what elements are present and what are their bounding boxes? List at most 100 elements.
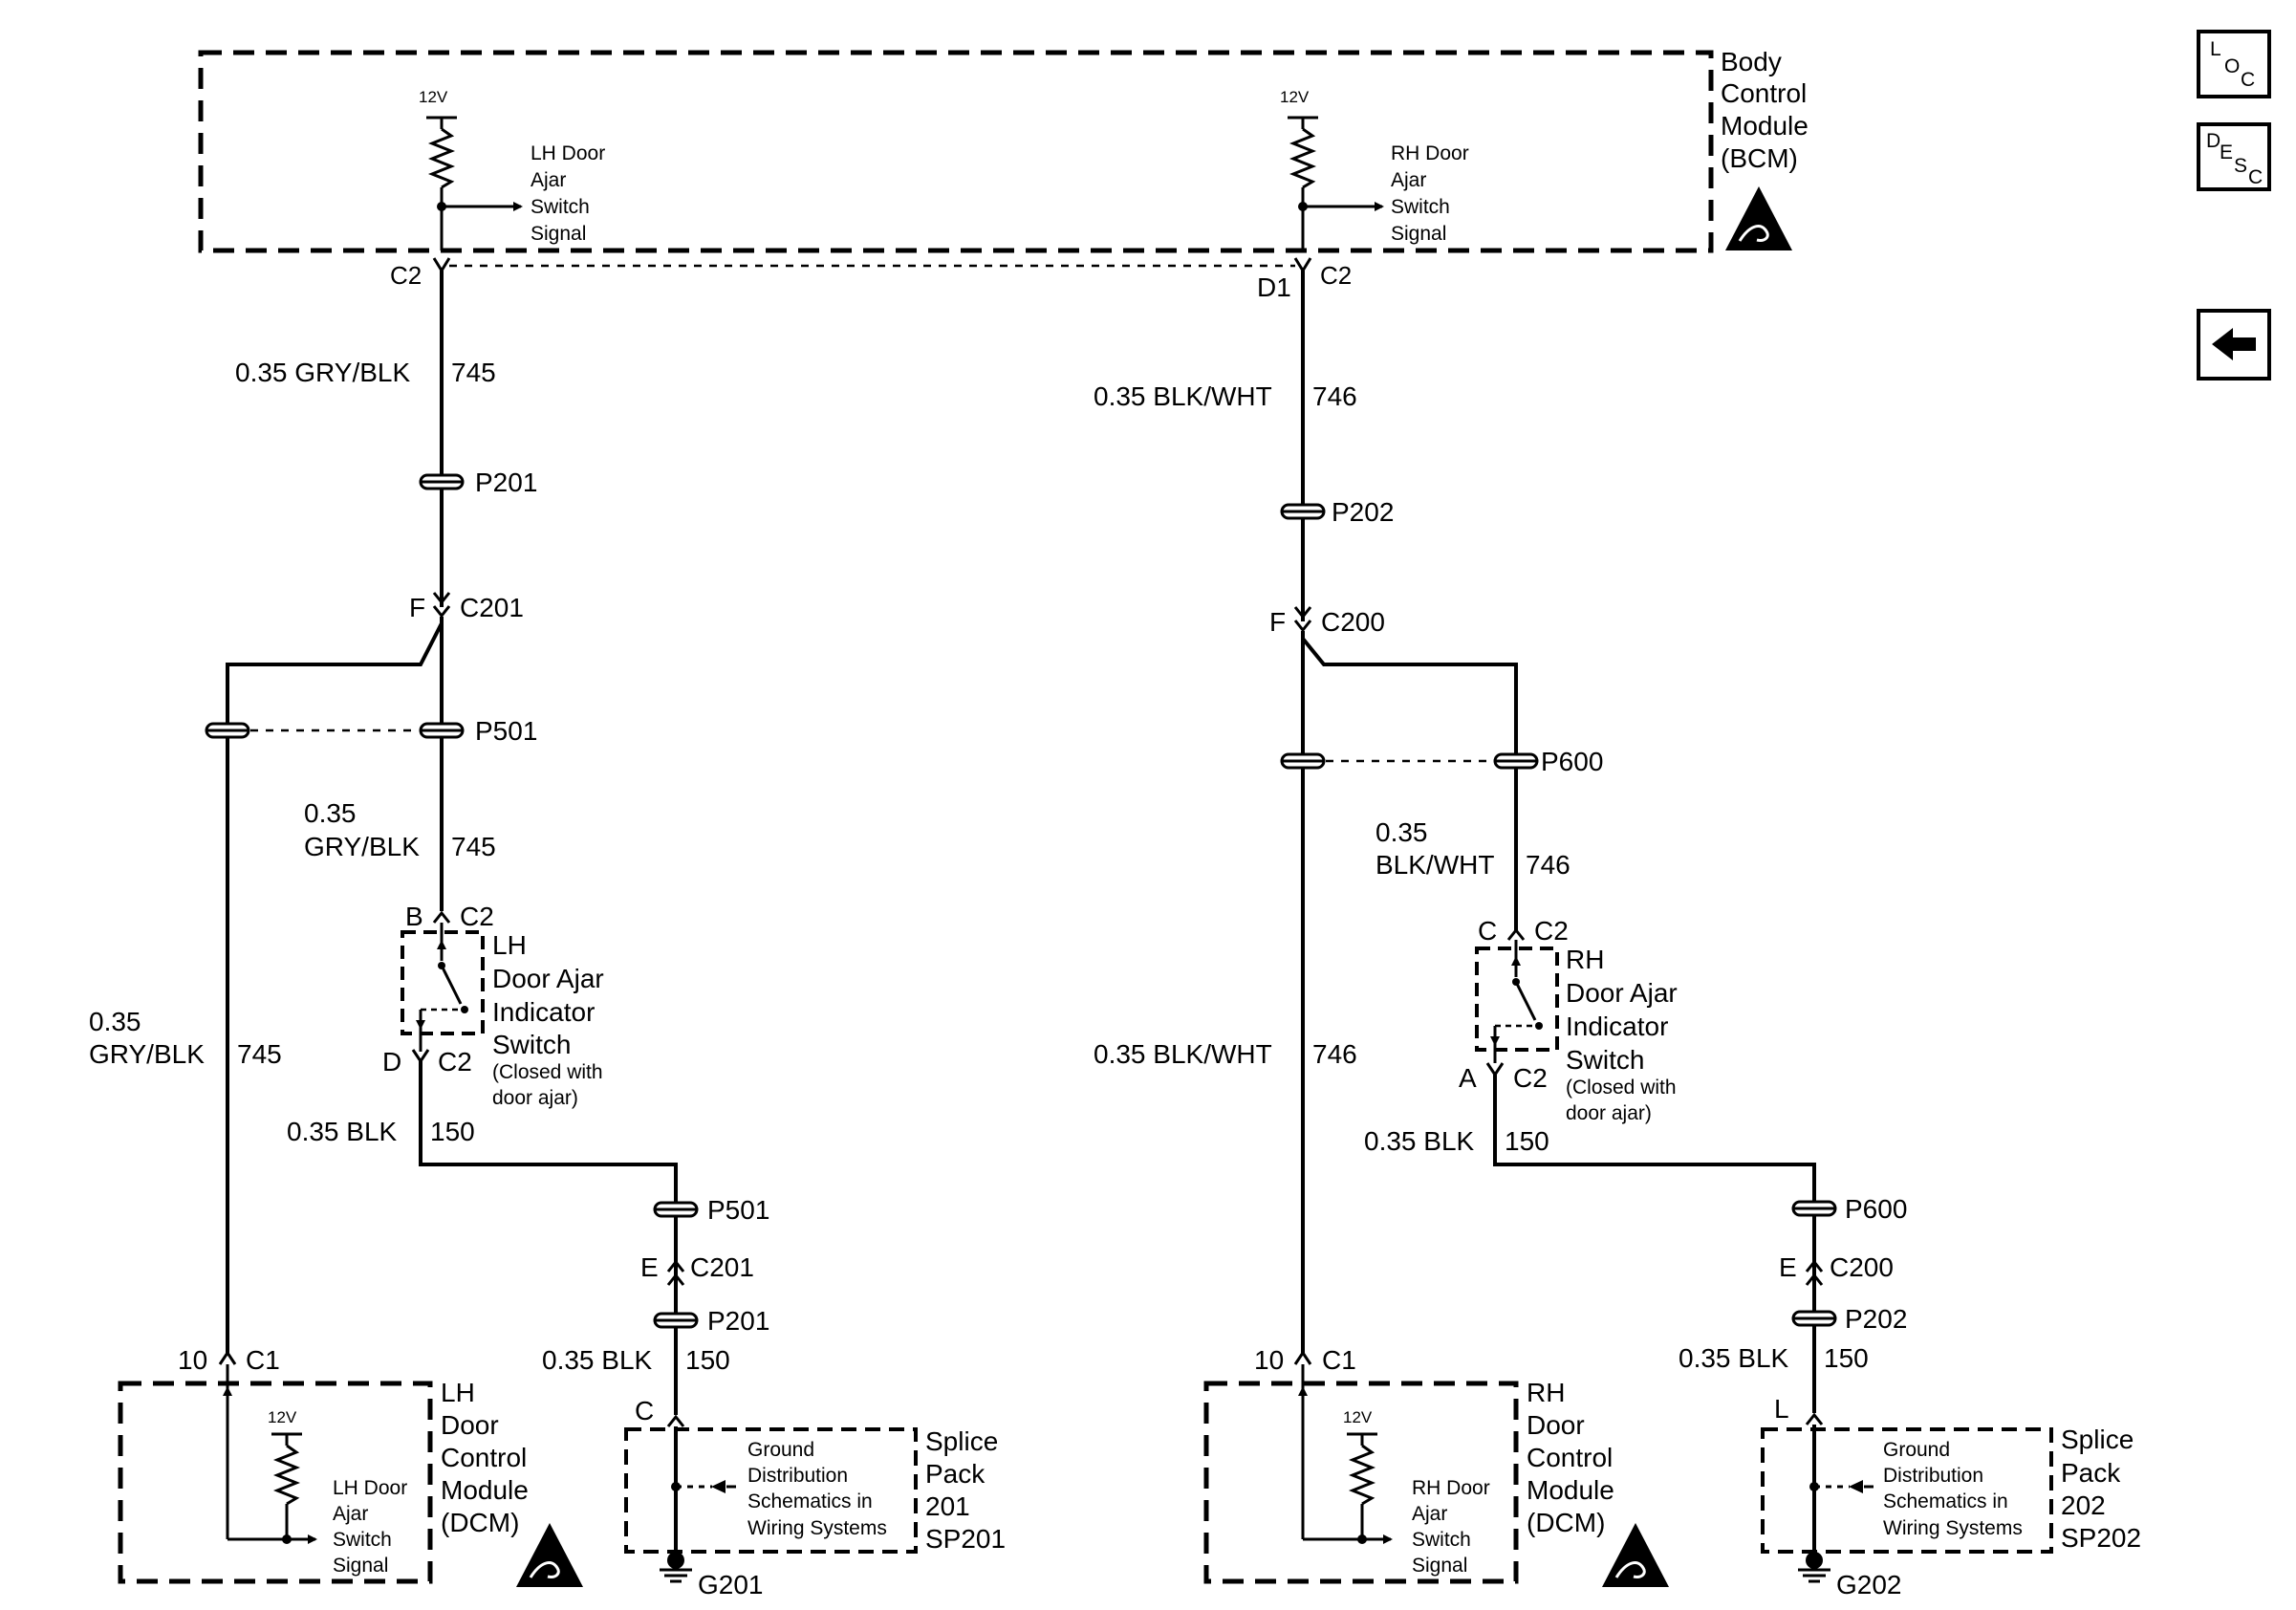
rh-dcm-pin: 10: [1254, 1345, 1284, 1375]
lh-sw-conn-bot: C2: [438, 1047, 472, 1077]
rh-switch-conn-top: [1506, 927, 1526, 941]
lh-dcm-signal-2: Ajar: [333, 1503, 368, 1525]
lh-circuit: C2 0.35 GRY/BLK 745 P201 F C201 P501 0.3…: [89, 257, 1006, 1599]
lh-dcm-title-4: Module: [441, 1475, 529, 1505]
lh-c201-pin: F: [409, 593, 425, 622]
rh-c200-bot-label: C200: [1830, 1252, 1894, 1282]
lh-sw-conn-top: C2: [460, 902, 494, 931]
rh-switch-title-4: Switch: [1566, 1045, 1644, 1075]
rh-switch-title-2: Door Ajar: [1566, 978, 1678, 1008]
lh-p501-top-label: P501: [475, 716, 537, 746]
loc-button[interactable]: L O C: [2197, 30, 2271, 98]
desc-letter-s: S: [2234, 155, 2247, 177]
bcm-lh-signal-1: LH Door: [531, 142, 605, 164]
rh-dcm-12v: 12V: [1343, 1408, 1373, 1426]
rh-c200-bot-connector: [1805, 1259, 1824, 1286]
rh-switch-title-3: Indicator: [1566, 1012, 1668, 1041]
lh-splice-title-1: Splice: [925, 1426, 998, 1456]
lh-dcm-connector: [218, 1350, 237, 1365]
rh-sw-pin-bot: A: [1459, 1063, 1477, 1093]
lh-c201-label: C201: [460, 593, 524, 622]
lh-c201-bot-connector: [666, 1259, 685, 1286]
lh-bcm-connector: [432, 257, 451, 273]
lh-switch-note-1: (Closed with: [492, 1061, 603, 1083]
bcm-title-2: Control: [1721, 78, 1807, 108]
rh-ground-note-2: Distribution: [1883, 1465, 1983, 1487]
desc-letter-c: C: [2248, 166, 2263, 188]
lh-splice-pin: C: [635, 1396, 654, 1425]
rh-bcm-connector: [1293, 257, 1312, 273]
esd-warning-icon: [1602, 1523, 1669, 1587]
lh-ground-note-1: Ground: [747, 1439, 814, 1461]
lh-wire-745-left-1: 0.35: [89, 1007, 141, 1036]
lh-circuit-745-left: 745: [237, 1039, 282, 1069]
lh-door-control-module: 12V LH Door Ajar Switch Signal LH Door C…: [118, 1364, 583, 1587]
rh-splice-title-3: 202: [2061, 1490, 2106, 1520]
rh-circuit-150: 150: [1505, 1126, 1549, 1156]
lh-circuit-150-bot: 150: [685, 1345, 730, 1375]
rh-switch-title-1: RH: [1566, 945, 1604, 974]
lh-splice-title-4: SP201: [925, 1524, 1006, 1554]
lh-dcm-title-5: (DCM): [441, 1508, 519, 1537]
esd-warning-icon: [516, 1523, 583, 1587]
rh-dcm-title-1: RH: [1527, 1378, 1565, 1407]
lh-wire-150-bot: 0.35 BLK: [542, 1345, 653, 1375]
lh-switch-title-2: Door Ajar: [492, 964, 604, 993]
lh-dcm-title-1: LH: [441, 1378, 475, 1407]
rh-dcm-title-4: Module: [1527, 1475, 1614, 1505]
desc-letter-d: D: [2206, 130, 2220, 152]
rh-dcm-signal-1: RH Door: [1412, 1477, 1490, 1499]
lh-c201-pin-bot: E: [640, 1252, 659, 1282]
lh-switch-note-2: door ajar): [492, 1087, 578, 1109]
rh-wire-746-top: 0.35 BLK/WHT: [1094, 381, 1272, 411]
bcm-lh-signal-2: Ajar: [531, 169, 566, 191]
rh-bcm-pin: D1: [1257, 272, 1291, 302]
rh-circuit-746-mid: 746: [1526, 850, 1570, 880]
rh-circuit: D1 C2 0.35 BLK/WHT 746 P202 F C200 P600 …: [1094, 257, 2141, 1599]
lh-ground-label: G201: [698, 1570, 764, 1599]
lh-p201-bot-label: P201: [707, 1306, 769, 1336]
rh-switch-note-1: (Closed with: [1566, 1077, 1677, 1099]
rh-p202-label: P202: [1332, 497, 1394, 527]
lh-ground-note-4: Wiring Systems: [747, 1517, 887, 1539]
rh-ground-note-1: Ground: [1883, 1439, 1950, 1461]
esd-warning-icon: [1725, 186, 1792, 250]
rh-wire-150-bot: 0.35 BLK: [1679, 1343, 1789, 1373]
lh-wire-150: 0.35 BLK: [287, 1117, 398, 1146]
rh-c200-pin-bot: E: [1779, 1252, 1797, 1282]
bcm-rh-signal-2: Ajar: [1391, 169, 1426, 191]
bcm-module: Body Control Module (BCM) 12V LH Door Aj…: [198, 47, 1809, 253]
rh-splice-title-4: SP202: [2061, 1523, 2141, 1553]
rh-circuit-746-top: 746: [1312, 381, 1357, 411]
rh-c200-label: C200: [1321, 607, 1385, 637]
rh-wire-150: 0.35 BLK: [1364, 1126, 1475, 1156]
bcm-lh-12v: 12V: [419, 88, 448, 106]
lh-wire-745-top: 0.35 GRY/BLK: [235, 358, 410, 387]
loc-letter-c: C: [2241, 69, 2255, 91]
lh-splice-title-3: 201: [925, 1491, 970, 1521]
lh-p501-bot-label: P501: [707, 1195, 769, 1225]
loc-letter-o: O: [2224, 55, 2240, 77]
lh-bcm-conn-label: C2: [390, 261, 422, 290]
desc-button[interactable]: D E S C: [2197, 122, 2271, 191]
desc-letter-e: E: [2220, 141, 2233, 163]
rh-wire-746-mid-2: BLK/WHT: [1375, 850, 1494, 880]
rh-splice-title-2: Pack: [2061, 1458, 2121, 1488]
bcm-title-3: Module: [1721, 111, 1809, 141]
lh-circuit-745-mid: 745: [451, 832, 496, 861]
bcm-title-1: Body: [1721, 47, 1782, 76]
lh-wire-745-mid-2: GRY/BLK: [304, 832, 420, 861]
rh-switch-note-2: door ajar): [1566, 1102, 1652, 1124]
lh-circuit-150: 150: [430, 1117, 475, 1146]
lh-switch-conn-top: [432, 910, 451, 924]
rh-door-ajar-switch: RH Door Ajar Indicator Switch (Closed wi…: [1475, 940, 1678, 1124]
rh-dcm-signal-3: Switch: [1412, 1529, 1471, 1551]
lh-splice-connector: [666, 1414, 685, 1427]
rh-c200-connector: [1293, 606, 1312, 633]
rh-bcm-conn-label: C2: [1320, 261, 1352, 290]
lh-splice-title-2: Pack: [925, 1459, 986, 1489]
lh-switch-title-1: LH: [492, 930, 527, 960]
back-button[interactable]: [2197, 309, 2271, 381]
rh-ground-label: G202: [1836, 1570, 1902, 1599]
